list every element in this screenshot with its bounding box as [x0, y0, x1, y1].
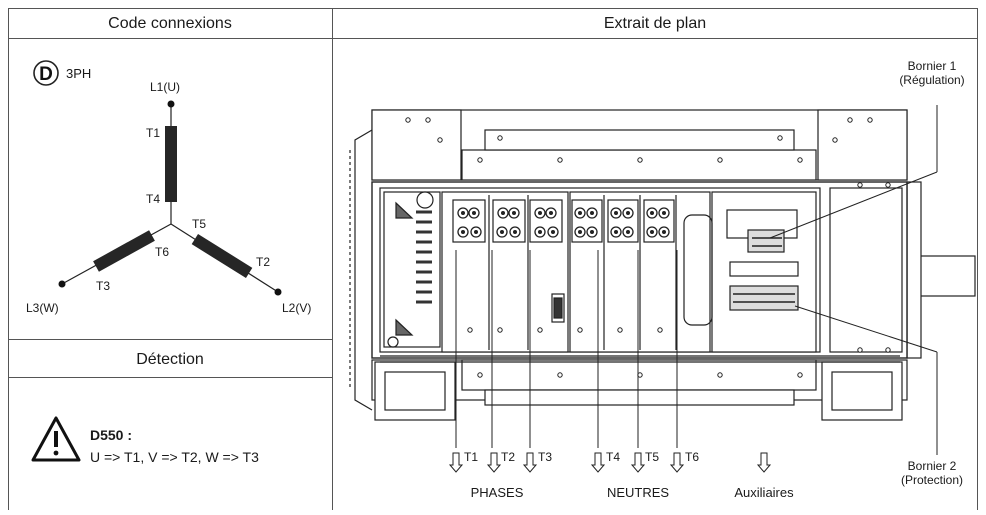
terminal-dot-l2 — [274, 288, 282, 296]
arrow-label-t6: T6 — [685, 450, 699, 464]
connection-badge: D — [33, 60, 59, 86]
table-frame — [8, 8, 978, 510]
winding-v — [191, 233, 253, 279]
leader-lines — [455, 105, 938, 455]
label-l1: L1(U) — [150, 80, 180, 94]
arrow-label-t3: T3 — [538, 450, 552, 464]
arrow-label-t2: T2 — [501, 450, 515, 464]
connection-badge-letter: D — [39, 64, 53, 85]
winding-w — [93, 230, 155, 272]
label-t5: T5 — [192, 217, 206, 231]
label-t4: T4 — [146, 192, 160, 206]
label-t1: T1 — [146, 126, 160, 140]
bornier2-label-line1: Bornier 2 — [908, 459, 957, 473]
terminal-dot-l3 — [58, 280, 66, 288]
generator-plan-drawing — [349, 109, 976, 421]
group-label-neutres: NEUTRES — [607, 485, 669, 500]
label-t3: T3 — [96, 279, 110, 293]
bornier2-label-line2: (Protection) — [901, 473, 963, 487]
arrow-label-t4: T4 — [606, 450, 620, 464]
group-label-auxiliaires: Auxiliaires — [734, 485, 794, 500]
header-detection: Détection — [136, 351, 204, 368]
warning-icon — [31, 416, 81, 462]
group-label-phases: PHASES — [471, 485, 524, 500]
header-code-connexions: Code connexions — [108, 15, 232, 32]
detection-model: D550 : — [90, 427, 132, 443]
arrow-label-t1: T1 — [464, 450, 478, 464]
label-l3: L3(W) — [26, 301, 59, 315]
bornier1-label-line1: Bornier 1 — [908, 59, 957, 73]
bornier1-label-line2: (Régulation) — [899, 73, 964, 87]
label-t2: T2 — [256, 255, 270, 269]
label-t6: T6 — [155, 245, 169, 259]
star-wiring-diagram — [58, 100, 282, 296]
label-l2: L2(V) — [282, 301, 311, 315]
header-extrait-de-plan: Extrait de plan — [604, 15, 706, 32]
winding-u — [165, 126, 177, 202]
down-arrow-icons — [448, 452, 772, 473]
arrow-label-t5: T5 — [645, 450, 659, 464]
terminal-dot-l1 — [167, 100, 175, 108]
detection-mapping: U => T1, V => T2, W => T3 — [90, 449, 259, 465]
connection-type: 3PH — [66, 66, 91, 81]
